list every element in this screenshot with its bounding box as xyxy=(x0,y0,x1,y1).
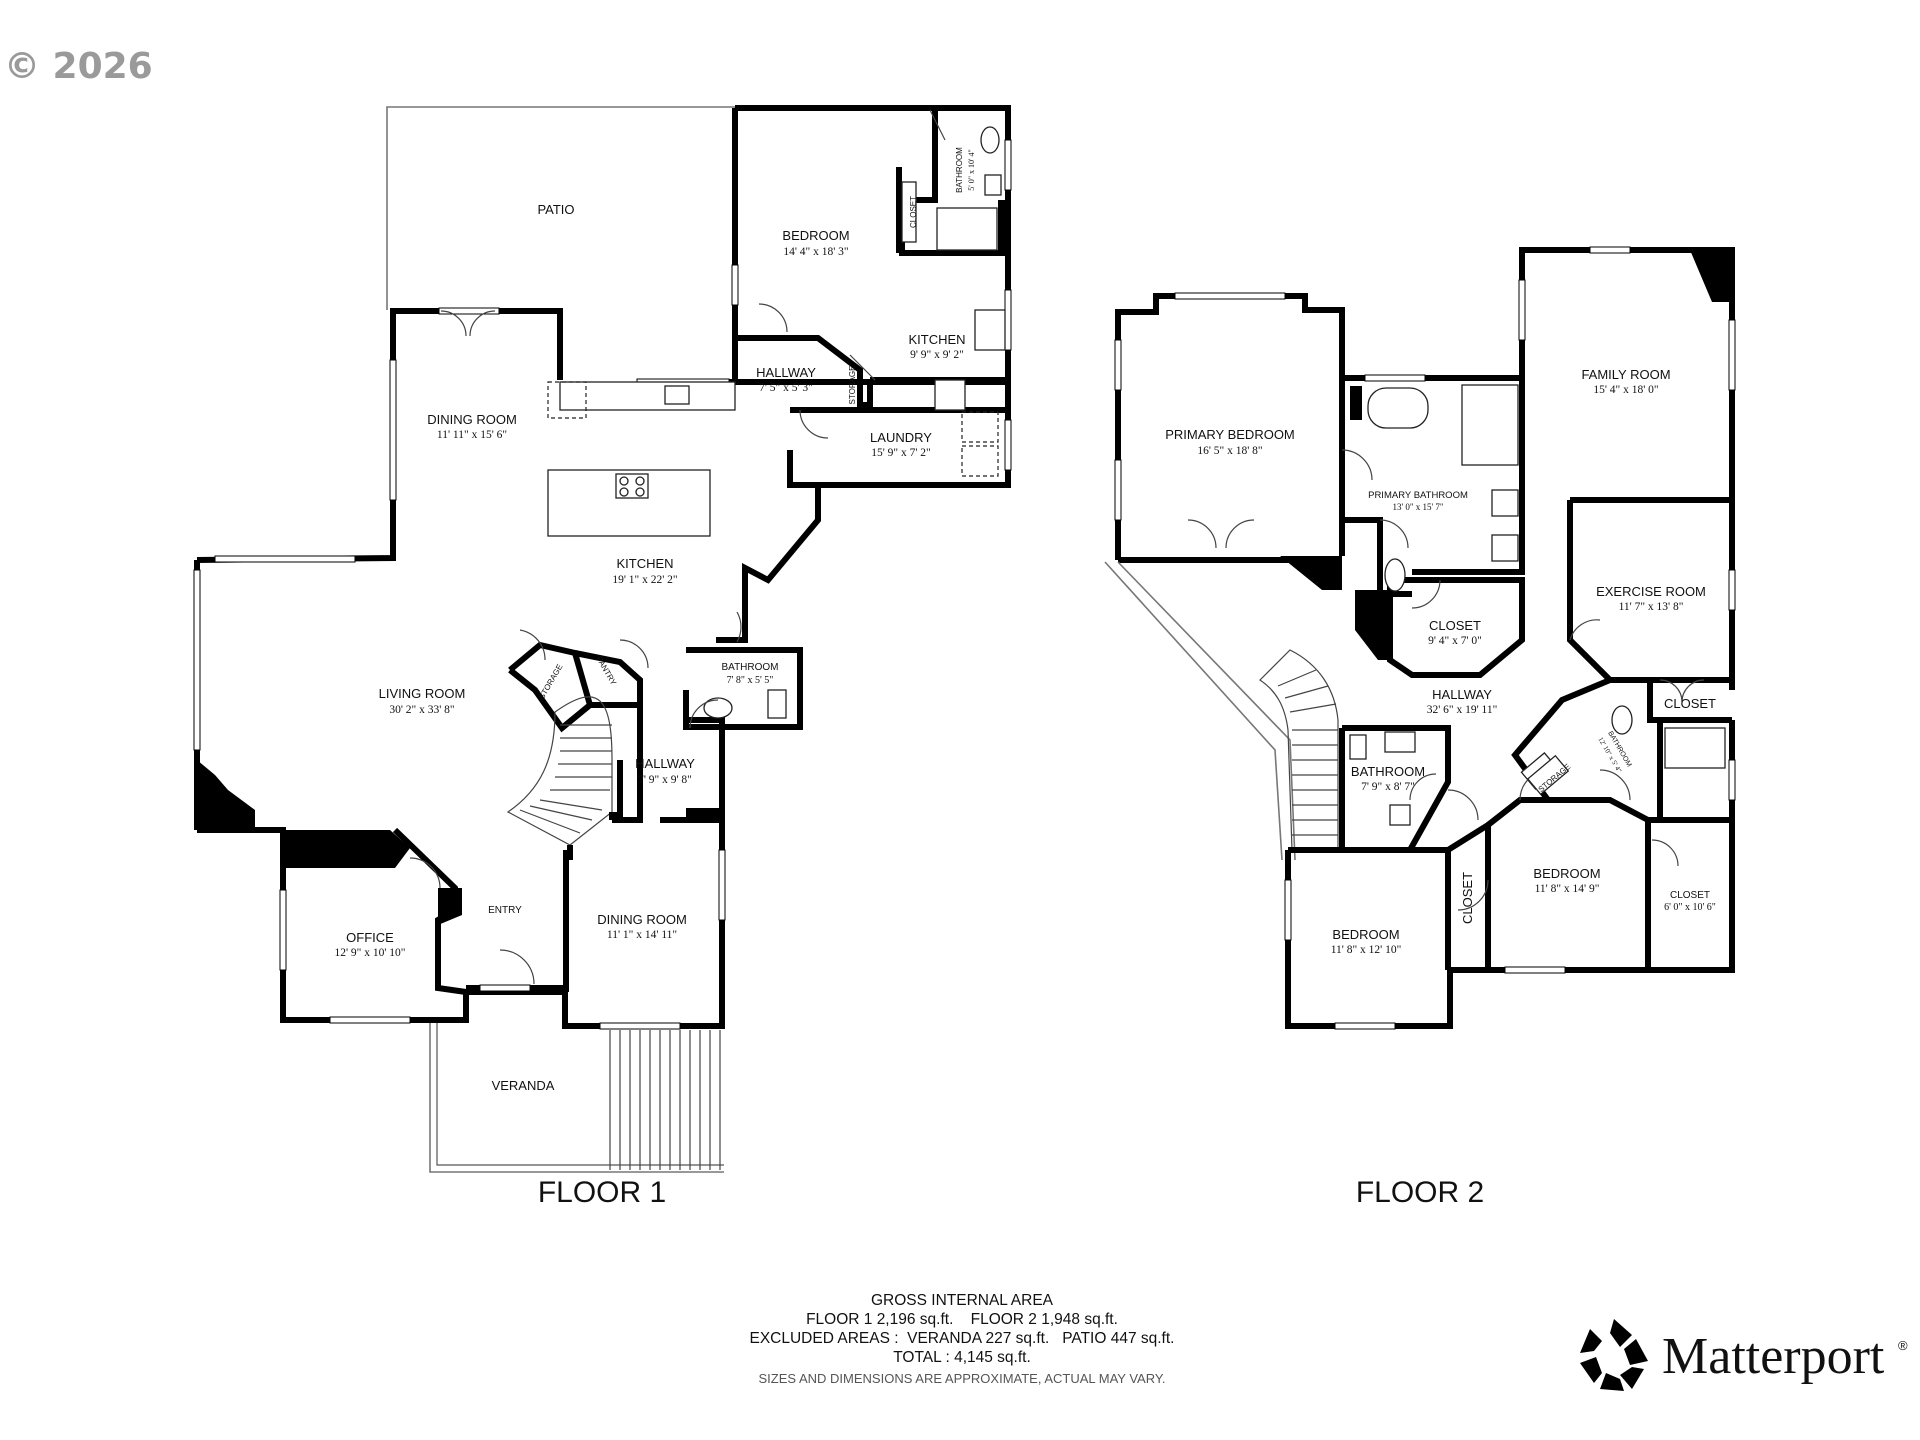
room-label: ENTRY xyxy=(488,905,522,916)
room-label: CLOSET xyxy=(909,196,918,228)
room-label: STORAGE xyxy=(537,663,564,701)
room-dims: 9' 9" x 9' 2" xyxy=(910,349,964,361)
area-total: TOTAL : 4,145 sq.ft. xyxy=(893,1349,1031,1366)
room-dims: 11' 7" x 13' 8" xyxy=(1619,601,1684,613)
room-dims: 7' 5" x 5' 3" xyxy=(759,382,813,394)
room-dims: 15' 4" x 18' 0" xyxy=(1593,384,1658,396)
room-label: PRIMARY BATHROOM xyxy=(1368,490,1468,501)
room-label: BATHROOM xyxy=(721,662,778,673)
room-dims: 16' 5" x 18' 8" xyxy=(1197,445,1262,457)
matterport-logo-icon xyxy=(1580,1319,1648,1391)
room-label: FAMILY ROOM xyxy=(1581,367,1670,382)
room-label: CLOSET xyxy=(1670,890,1710,901)
room-label: VERANDA xyxy=(492,1078,555,1093)
room-dims: 7' 9" x 9' 8" xyxy=(638,774,692,786)
room-label: EXERCISE ROOM xyxy=(1596,584,1706,599)
room-dims: 9' 4" x 7' 0" xyxy=(1428,635,1482,647)
room-dims: 11' 1" x 14' 11" xyxy=(607,929,677,941)
floor-2-title: FLOOR 2 xyxy=(1356,1176,1484,1209)
room-label: OFFICE xyxy=(346,930,394,945)
matterport-logo: Matterport ® xyxy=(1580,1319,1908,1391)
room-dims: 15' 9" x 7' 2" xyxy=(871,447,931,459)
area-title: GROSS INTERNAL AREA xyxy=(871,1292,1054,1309)
copyright-notice: © 2026 xyxy=(4,46,153,87)
room-label: HALLWAY xyxy=(756,365,816,380)
area-excluded: EXCLUDED AREAS : VERANDA 227 sq.ft. PATI… xyxy=(750,1330,1175,1347)
room-dims: 11' 8" x 12' 10" xyxy=(1331,944,1402,956)
area-floors: FLOOR 1 2,196 sq.ft. FLOOR 2 1,948 sq.ft… xyxy=(806,1311,1118,1328)
room-dims: 12' 9" x 10' 10" xyxy=(334,947,405,959)
room-label: CLOSET xyxy=(1429,618,1481,633)
room-label: KITCHEN xyxy=(616,556,673,571)
room-dims: 11' 8" x 14' 9" xyxy=(1535,883,1600,895)
room-dims: 6' 0" x 10' 6" xyxy=(1664,902,1716,913)
room-label: BATHROOM xyxy=(1351,764,1425,779)
room-label: HALLWAY xyxy=(635,756,695,771)
room-label: BATHROOM xyxy=(955,147,964,193)
room-label: KITCHEN xyxy=(908,332,965,347)
floor-1-plan xyxy=(193,105,1012,1173)
room-label: BEDROOM xyxy=(1533,866,1600,881)
room-label: DINING ROOM xyxy=(597,912,687,927)
floor-1-title: FLOOR 1 xyxy=(538,1176,666,1209)
room-label: CLOSET xyxy=(1664,696,1716,711)
room-dims: 14' 4" x 18' 3" xyxy=(783,246,848,258)
room-label: CLOSET xyxy=(1460,872,1475,924)
area-summary: GROSS INTERNAL AREA FLOOR 1 2,196 sq.ft.… xyxy=(750,1292,1175,1386)
floor-2-labels: PRIMARY BEDROOM 16' 5" x 18' 8" PRIMARY … xyxy=(1165,367,1716,1209)
floor-2-plan xyxy=(1104,246,1736,1030)
room-dims: 11' 11" x 15' 6" xyxy=(437,429,507,441)
room-label: PRIMARY BEDROOM xyxy=(1165,427,1295,442)
room-label: PATIO xyxy=(537,202,574,217)
room-dims: 13' 0" x 15' 7" xyxy=(1392,502,1443,512)
disclaimer: SIZES AND DIMENSIONS ARE APPROXIMATE, AC… xyxy=(759,1371,1166,1386)
room-dims: 7' 8" x 5' 5" xyxy=(727,675,774,686)
room-label: LAUNDRY xyxy=(870,430,932,445)
room-label: BEDROOM xyxy=(782,228,849,243)
matterport-wordmark: Matterport xyxy=(1662,1328,1885,1385)
room-dims: 19' 1" x 22' 2" xyxy=(612,574,677,586)
room-label: BEDROOM xyxy=(1332,927,1399,942)
room-dims: 30' 2" x 33' 8" xyxy=(389,704,454,716)
room-label: DINING ROOM xyxy=(427,412,517,427)
room-dims: 5' 0" x 10' 4" xyxy=(967,149,976,190)
room-dims: 32' 6" x 19' 11" xyxy=(1427,704,1498,716)
room-label: LIVING ROOM xyxy=(379,686,466,701)
room-label: STORAGE xyxy=(848,366,857,405)
registered-mark: ® xyxy=(1898,1338,1908,1353)
room-label: HALLWAY xyxy=(1432,687,1492,702)
room-dims: 7' 9" x 8' 7" xyxy=(1361,781,1415,793)
